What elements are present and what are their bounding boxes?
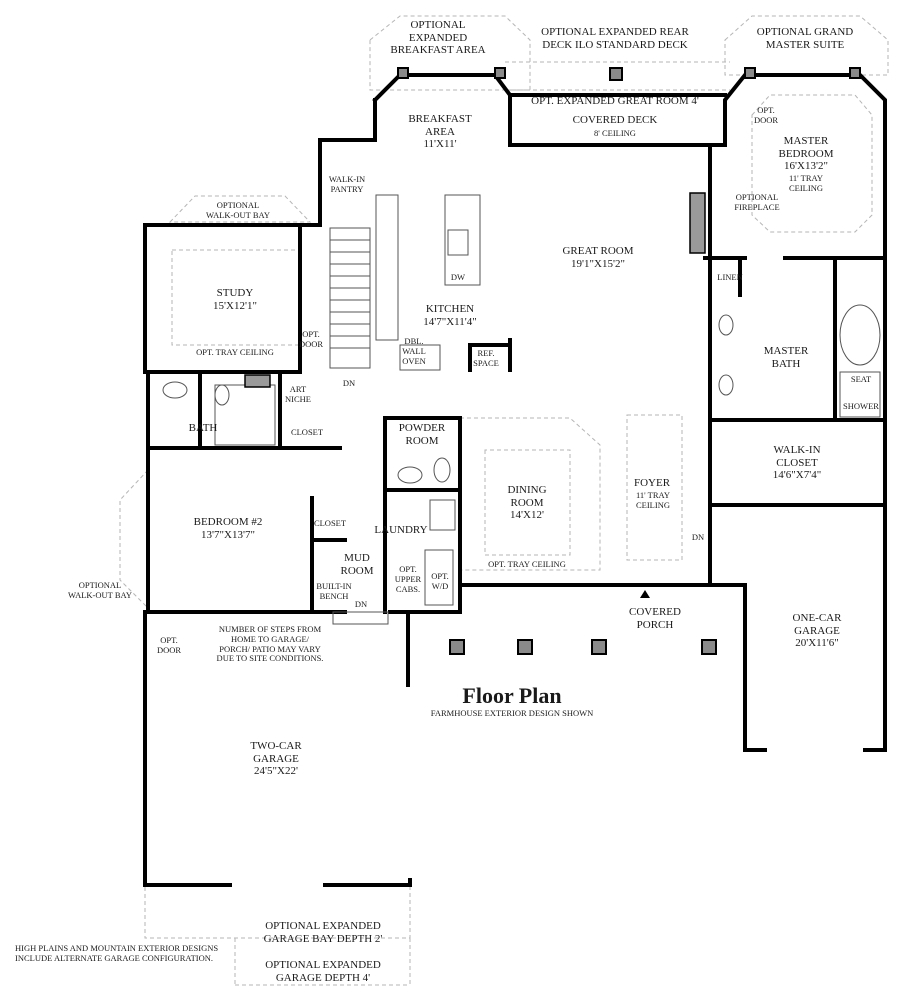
label-breakfast-area: BREAKFAST AREA 11'X11' [408, 113, 472, 151]
label-two-car-garage: TWO-CAR GARAGE 24'5"X22' [250, 740, 302, 778]
label-dn-stairs: DN [342, 378, 356, 388]
label-closet-hall: CLOSET [290, 427, 324, 437]
label-opt-tray-ceiling-study: OPT. TRAY CEILING [196, 347, 274, 357]
label-one-car-garage: ONE-CAR GARAGE 20'X11'6" [792, 612, 842, 650]
label-covered-porch: COVERED PORCH [629, 606, 681, 631]
label-dbl-wall-oven: DBL. WALL OVEN [402, 336, 426, 366]
label-master-bedroom-ceiling: 11' TRAY CEILING [788, 173, 824, 193]
label-exterior-note: HIGH PLAINS AND MOUNTAIN EXTERIOR DESIGN… [15, 943, 219, 963]
label-opt-wd: OPT. W/D [431, 571, 449, 591]
label-foyer: FOYER [633, 477, 671, 489]
label-opt-door-master: OPT. DOOR [753, 105, 779, 125]
label-opt-tray-ceiling-dining: OPT. TRAY CEILING [488, 559, 566, 569]
label-covered-deck: COVERED DECK [572, 114, 658, 126]
label-optional-fireplace: OPTIONAL FIREPLACE [734, 192, 780, 212]
label-study: STUDY 15'X12'1" [213, 287, 257, 312]
label-laundry: LAUNDRY [374, 524, 428, 536]
label-seat: SEAT [850, 374, 872, 384]
label-opt-expanded-garage-depth: OPTIONAL EXPANDED GARAGE DEPTH 4' [265, 959, 381, 984]
label-opt-expanded-bay: OPTIONAL EXPANDED GARAGE BAY DEPTH 2' [263, 920, 383, 945]
label-bath: BATH [188, 422, 218, 434]
label-opt-upper-cabs: OPT. UPPER CABS. [394, 564, 422, 594]
label-ref-space: REF. SPACE [473, 348, 499, 368]
fixtures [162, 192, 881, 625]
label-walk-in-closet: WALK-IN CLOSET 14'6"X7'4" [772, 444, 822, 482]
label-powder-room: POWDER ROOM [398, 422, 446, 447]
label-mud-room: MUD ROOM [340, 552, 374, 577]
label-opt-grand-master: OPTIONAL GRAND MASTER SUITE [756, 26, 854, 51]
label-bedroom-2: BEDROOM #2 13'7"X13'7" [193, 516, 263, 541]
page-subtitle: FARMHOUSE EXTERIOR DESIGN SHOWN [430, 708, 594, 718]
label-dn-mud: DN [354, 599, 368, 609]
label-dining-room: DINING ROOM 14'X12' [507, 484, 547, 522]
label-opt-expanded-breakfast: OPTIONAL EXPANDED BREAKFAST AREA [390, 19, 486, 57]
label-great-room: GREAT ROOM 19'1"X15'2" [562, 245, 634, 270]
label-opt-expanded-great-room: OPT. EXPANDED GREAT ROOM 4' [531, 95, 699, 107]
label-dn-foyer: DN [691, 532, 705, 542]
label-optional-walkout-bay-top: OPTIONAL WALK-OUT BAY [206, 200, 270, 220]
label-dw: DW [450, 272, 466, 282]
label-walk-in-pantry: WALK-IN PANTRY [328, 174, 366, 194]
label-foyer-ceiling: 11' TRAY CEILING [635, 490, 671, 510]
walls [143, 73, 887, 887]
label-master-bedroom: MASTER BEDROOM 16'X13'2" [778, 135, 834, 173]
page-title: Floor Plan [462, 683, 562, 708]
label-steps-note: NUMBER OF STEPS FROM HOME TO GARAGE/ POR… [216, 624, 324, 664]
label-kitchen: KITCHEN 14'7"X11'4" [423, 303, 477, 328]
label-opt-door-garage: OPT. DOOR [156, 635, 182, 655]
label-opt-expanded-rear-deck: OPTIONAL EXPANDED REAR DECK ILO STANDARD… [541, 26, 689, 51]
label-linen: LINEN [717, 272, 743, 282]
optional-outlines [119, 15, 889, 986]
label-art-niche: ART NICHE [285, 384, 311, 404]
label-opt-door-study: OPT. DOOR [298, 329, 324, 349]
label-optional-walkout-bay-left: OPTIONAL WALK-OUT BAY [68, 580, 132, 600]
label-built-in-bench: BUILT-IN BENCH [316, 581, 352, 601]
label-shower: SHOWER [843, 401, 879, 411]
label-covered-deck-ceiling: 8' CEILING [594, 128, 636, 138]
label-closet-bedroom-2: CLOSET [313, 518, 347, 528]
posts [397, 67, 861, 655]
label-master-bath: MASTER BATH [763, 345, 809, 370]
